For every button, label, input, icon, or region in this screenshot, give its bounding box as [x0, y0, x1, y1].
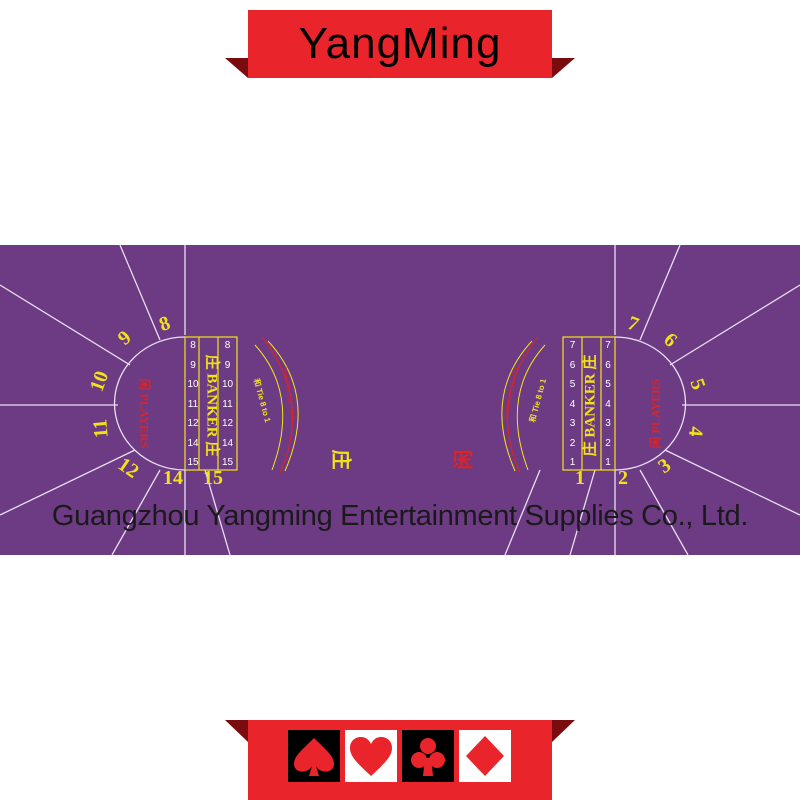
grid-cell[interactable]: 8	[224, 340, 231, 351]
seat-9[interactable]: 9	[113, 326, 136, 350]
right-grid: 1 2 3 4 5 6 7 1 2 3 4 5 6 7	[564, 340, 614, 468]
left-players-label[interactable]: 闲 PLAYERS	[137, 378, 152, 449]
seat-5[interactable]: 5	[685, 375, 710, 393]
seat-7[interactable]: 7	[624, 311, 642, 337]
grid-cell[interactable]: 11	[187, 398, 199, 410]
bottom-banner	[225, 720, 575, 800]
seat-11[interactable]: 11	[89, 418, 113, 439]
grid-cell[interactable]: 3	[605, 418, 611, 429]
grid-cell[interactable]: 3	[569, 418, 576, 429]
right-tie-label[interactable]: 和 Tie 8 to 1	[527, 377, 549, 424]
grid-cell[interactable]: 7	[569, 340, 576, 351]
grid-cell[interactable]: 1	[605, 457, 611, 468]
company-watermark: Guangzhou Yangming Entertainment Supplie…	[51, 500, 749, 532]
grid-cell[interactable]: 14	[221, 437, 234, 449]
grid-cell[interactable]: 6	[605, 359, 611, 371]
seat-15[interactable]: 15	[203, 467, 223, 489]
seat-14[interactable]: 14	[163, 467, 183, 489]
left-grid: 8 9 10 11 12 14 15 8 9 10 11 12 14 15	[186, 340, 236, 468]
grid-cell[interactable]: 10	[187, 379, 199, 390]
baccarat-table-layout	[0, 245, 800, 555]
heart-icon	[345, 730, 397, 782]
seat-2[interactable]: 2	[618, 467, 628, 489]
right-pair-label[interactable]: PAIR PAYS 11 TO 1	[504, 366, 520, 420]
seat-10[interactable]: 10	[85, 368, 114, 395]
brand-title: YangMing	[298, 19, 502, 68]
seat-8[interactable]: 8	[156, 311, 174, 337]
grid-cell[interactable]: 9	[224, 359, 231, 371]
grid-cell[interactable]: 4	[605, 398, 611, 410]
grid-cell[interactable]: 8	[190, 340, 196, 351]
diamond-icon	[459, 730, 511, 782]
top-banner	[225, 10, 575, 78]
grid-cell[interactable]: 5	[605, 379, 611, 390]
grid-cell[interactable]: 6	[569, 359, 576, 371]
club-icon	[402, 730, 454, 782]
center-banker-char[interactable]: 庄	[329, 449, 354, 470]
grid-cell[interactable]: 2	[569, 437, 576, 449]
grid-cell[interactable]: 5	[569, 379, 576, 390]
grid-cell[interactable]: 10	[221, 379, 234, 390]
left-tie-label[interactable]: 和 Tie 8 to 1	[251, 377, 273, 424]
left-pair-label[interactable]: PAIR PAYS 11 TO 1	[280, 366, 296, 420]
grid-cell[interactable]: 7	[605, 340, 611, 351]
spade-icon	[288, 730, 340, 782]
grid-cell[interactable]: 11	[222, 398, 233, 410]
grid-cell[interactable]: 4	[569, 398, 576, 410]
grid-cell[interactable]: 9	[190, 359, 196, 371]
felt-labels: 8 9 10 11 12 14 15 1 2 3 4 5 6 7 庄 BANKE…	[0, 245, 800, 555]
grid-cell[interactable]: 12	[187, 418, 199, 429]
seat-1[interactable]: 1	[575, 467, 585, 489]
grid-cell[interactable]: 15	[187, 457, 199, 468]
grid-cell[interactable]: 2	[605, 437, 611, 449]
grid-cell[interactable]: 14	[187, 437, 199, 449]
seat-4[interactable]: 4	[684, 425, 707, 438]
grid-cell[interactable]: 12	[221, 418, 234, 429]
seat-6[interactable]: 6	[659, 328, 682, 352]
grid-cell[interactable]: 1	[569, 457, 576, 468]
center-player-char[interactable]: 闲	[451, 449, 476, 470]
right-players-label[interactable]: 闲 PLAYERS	[648, 378, 663, 449]
grid-cell[interactable]: 15	[221, 457, 234, 468]
